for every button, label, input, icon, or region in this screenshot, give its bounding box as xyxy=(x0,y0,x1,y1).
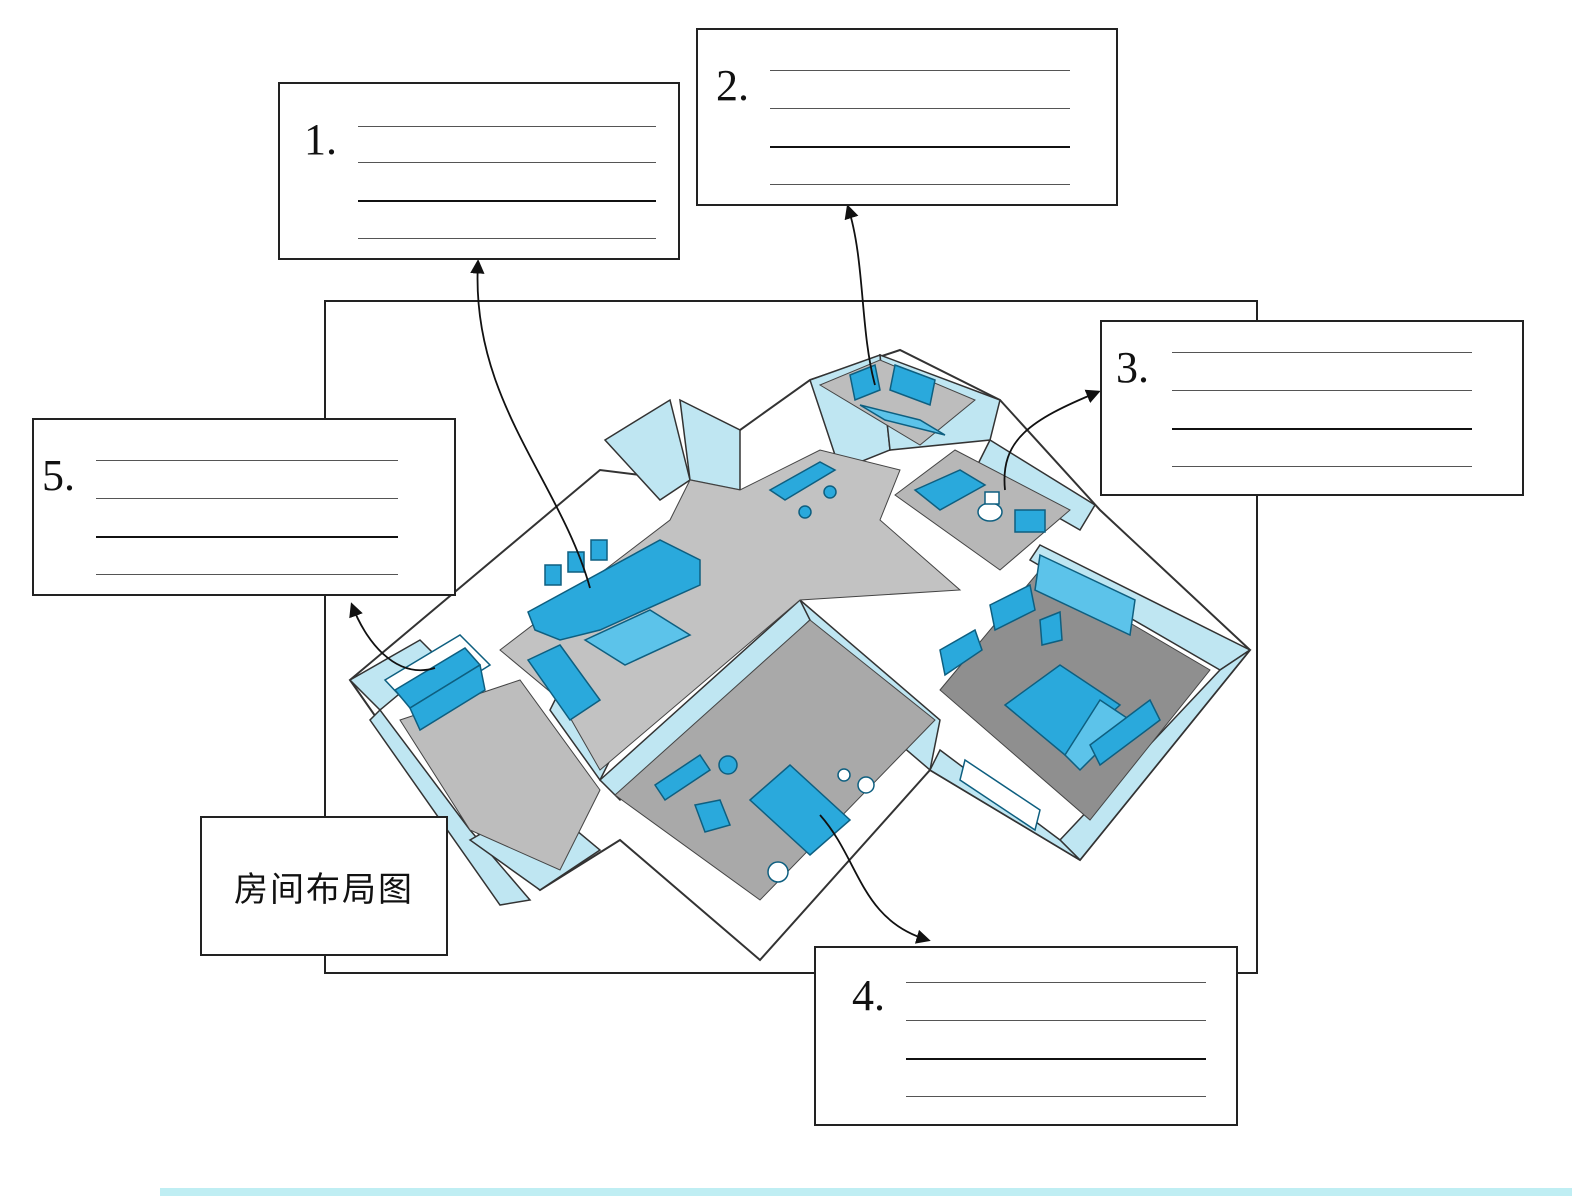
answer-line[interactable] xyxy=(96,460,398,461)
answer-line[interactable] xyxy=(358,162,656,163)
pointer-arrows xyxy=(349,204,1101,944)
bookshelf-icon xyxy=(383,634,492,732)
answer-line[interactable] xyxy=(1172,390,1472,391)
label-box-1: 1. xyxy=(278,82,680,260)
answer-line[interactable] xyxy=(96,574,398,575)
label-number-3: 3. xyxy=(1116,343,1149,392)
answer-line[interactable] xyxy=(770,146,1070,148)
answer-line[interactable] xyxy=(906,1058,1206,1060)
answer-line[interactable] xyxy=(96,498,398,499)
label-box-4: 4. xyxy=(814,946,1238,1126)
toilet-icon xyxy=(977,491,1003,522)
answer-line[interactable] xyxy=(1172,352,1472,353)
bed-icon xyxy=(1003,664,1132,772)
label-box-2: 2. xyxy=(696,28,1118,206)
bed-icon-2 xyxy=(748,763,852,857)
answer-line[interactable] xyxy=(358,200,656,202)
answer-line[interactable] xyxy=(1172,466,1472,467)
answer-line[interactable] xyxy=(770,184,1070,185)
answer-line[interactable] xyxy=(770,108,1070,109)
picture-frames xyxy=(544,539,608,586)
table-icon xyxy=(583,609,692,666)
label-box-5: 5. xyxy=(32,418,456,596)
answer-line[interactable] xyxy=(1172,428,1472,430)
caption-box: 房间布局图 xyxy=(200,816,448,956)
answer-line[interactable] xyxy=(906,1096,1206,1097)
sofa-icon xyxy=(526,539,701,722)
furniture xyxy=(383,363,1161,883)
answer-line[interactable] xyxy=(906,982,1206,983)
answer-line[interactable] xyxy=(770,70,1070,71)
label-number-2: 2. xyxy=(716,61,749,110)
bottom-color-strip xyxy=(160,1188,1572,1196)
answer-line[interactable] xyxy=(358,238,656,239)
answer-line[interactable] xyxy=(96,536,398,538)
label-number-5: 5. xyxy=(42,451,75,500)
caption-text: 房间布局图 xyxy=(234,869,414,910)
label-box-3: 3. xyxy=(1100,320,1524,496)
label-number-1: 1. xyxy=(304,115,337,164)
label-number-4: 4. xyxy=(852,971,885,1020)
bathtub-icon xyxy=(913,469,987,511)
answer-line[interactable] xyxy=(358,126,656,127)
answer-line[interactable] xyxy=(906,1020,1206,1021)
